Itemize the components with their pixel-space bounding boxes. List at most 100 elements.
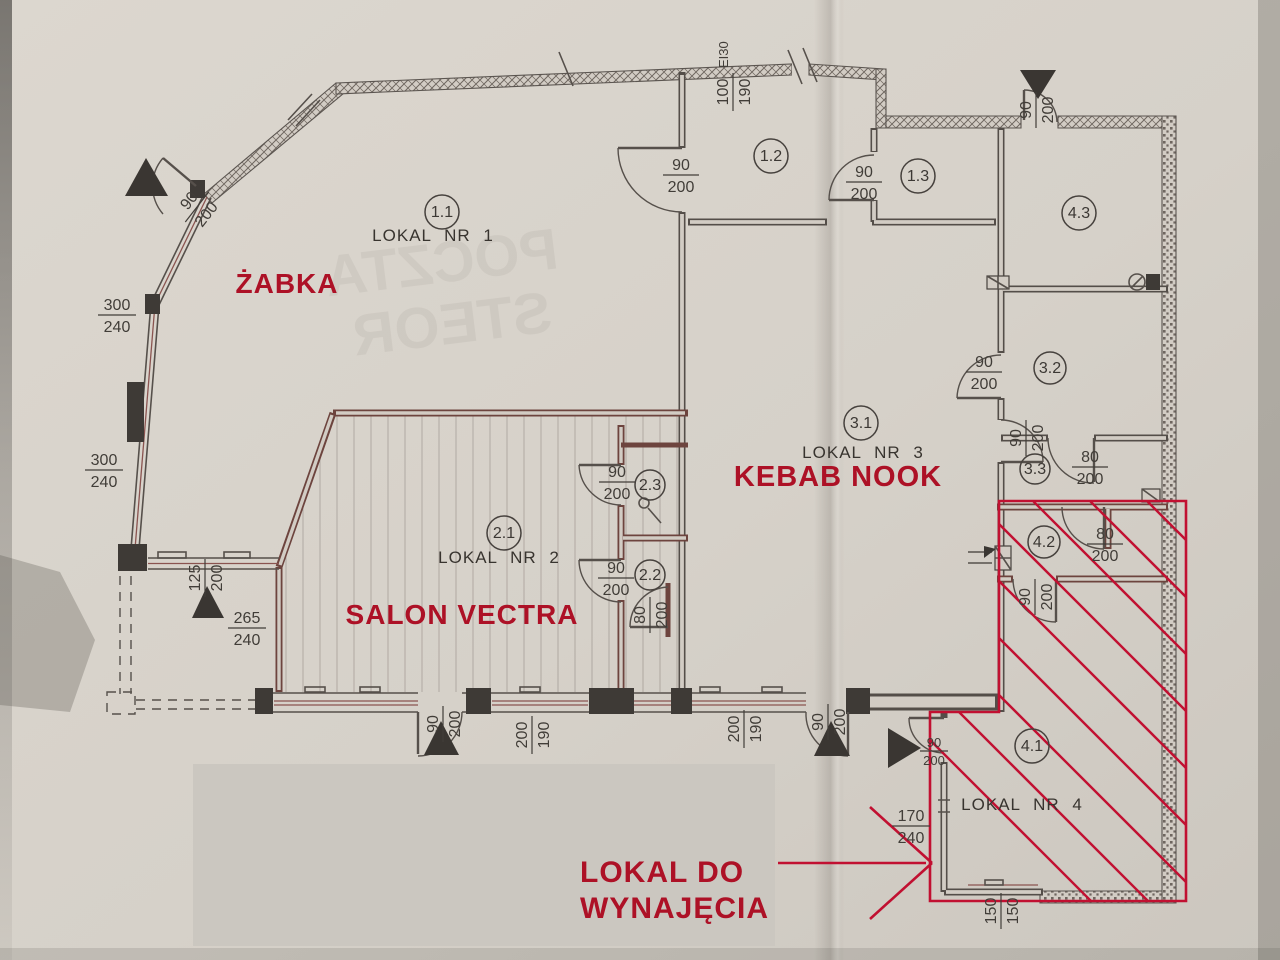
kebab-nook-label: KEBAB NOOK bbox=[734, 461, 942, 493]
svg-text:190: 190 bbox=[737, 79, 754, 106]
entrance-triangle-top-right bbox=[1020, 70, 1056, 99]
svg-text:200: 200 bbox=[514, 722, 531, 749]
svg-text:200: 200 bbox=[1030, 425, 1047, 452]
svg-text:200: 200 bbox=[1092, 548, 1119, 565]
room-4-1: 4.1 bbox=[1014, 728, 1050, 764]
svg-text:200: 200 bbox=[726, 716, 743, 743]
lokal3-label: LOKAL NR 3 bbox=[802, 443, 924, 462]
interior-walls bbox=[678, 72, 1168, 896]
svg-text:300: 300 bbox=[91, 452, 118, 469]
dim-window-left: 200 190 bbox=[514, 716, 553, 754]
right-exterior-wall bbox=[1161, 115, 1177, 904]
svg-text:EI30: EI30 bbox=[716, 41, 731, 68]
room-1-1-label: 1.1 bbox=[431, 204, 453, 221]
hatch-line bbox=[1075, 501, 1186, 901]
room-4-3-label: 4.3 bbox=[1068, 205, 1090, 222]
svg-text:90: 90 bbox=[672, 157, 690, 174]
svg-text:150: 150 bbox=[983, 898, 1000, 925]
windows bbox=[118, 180, 1038, 886]
entrance-triangle-topleft bbox=[125, 158, 168, 196]
room-3-1-label: 3.1 bbox=[850, 415, 872, 432]
room-1-2-label: 1.2 bbox=[760, 148, 782, 165]
room-3-3: 3.3 bbox=[1019, 453, 1051, 485]
dim-door-4-2-lower: 90 200 bbox=[1017, 579, 1056, 615]
for-rent-label-line2: WYNAJĘCIA bbox=[580, 892, 769, 925]
svg-text:90: 90 bbox=[927, 735, 941, 750]
room-numbers: 1.1 1.2 1.3 2.1 2.2 2.3 3.1 3.2 3.3 4.1 … bbox=[424, 138, 1097, 764]
svg-text:200: 200 bbox=[1039, 584, 1056, 611]
dim-window-right: 200 190 bbox=[726, 710, 765, 748]
red-outline-lokal4 bbox=[928, 499, 1188, 903]
lokal1-label: LOKAL NR 1 bbox=[372, 226, 494, 245]
room-1-2: 1.2 bbox=[753, 138, 789, 174]
room-4-1-label: 4.1 bbox=[1021, 738, 1043, 755]
svg-text:90: 90 bbox=[1008, 429, 1025, 447]
photo-bottom-edge bbox=[0, 948, 1280, 960]
salon-vectra-label: SALON VECTRA bbox=[346, 599, 579, 630]
svg-text:200: 200 bbox=[604, 486, 631, 503]
doors bbox=[151, 89, 1106, 757]
room-3-1: 3.1 bbox=[843, 405, 879, 441]
svg-text:200: 200 bbox=[851, 186, 878, 203]
tenant-annotations: ŻABKA SALON VECTRA KEBAB NOOK LOKAL DO W… bbox=[236, 268, 942, 925]
svg-text:90: 90 bbox=[975, 354, 993, 371]
room-3-3-label: 3.3 bbox=[1024, 461, 1046, 478]
svg-text:90: 90 bbox=[425, 715, 442, 733]
room-4-2: 4.2 bbox=[1027, 525, 1061, 559]
unit-labels: LOKAL NR 1 LOKAL NR 2 LOKAL NR 3 LOKAL N… bbox=[372, 226, 1082, 814]
svg-text:200: 200 bbox=[971, 376, 998, 393]
svg-text:90: 90 bbox=[1018, 101, 1035, 119]
svg-text:100: 100 bbox=[715, 79, 732, 106]
label-box bbox=[193, 764, 775, 946]
paper-fold-shadow bbox=[814, 0, 844, 960]
zabka-label: ŻABKA bbox=[236, 268, 339, 299]
room-2-3: 2.3 bbox=[634, 469, 666, 501]
svg-text:200: 200 bbox=[1077, 471, 1104, 488]
room-2-1-label: 2.1 bbox=[493, 525, 515, 542]
svg-text:80: 80 bbox=[1081, 449, 1099, 466]
dim-door-2-2-inner: 80 200 bbox=[632, 597, 671, 633]
photo-left-edge bbox=[0, 0, 12, 960]
room-3-2: 3.2 bbox=[1033, 351, 1067, 385]
svg-text:190: 190 bbox=[748, 716, 765, 743]
room-2-1: 2.1 bbox=[486, 515, 522, 551]
room-3-2-label: 3.2 bbox=[1039, 360, 1061, 377]
hatch-line bbox=[930, 501, 1186, 901]
room-2-2: 2.2 bbox=[634, 559, 666, 591]
photo-right-edge bbox=[1258, 0, 1280, 960]
entrance-triangle-terrace bbox=[192, 586, 224, 618]
room-2-2-label: 2.2 bbox=[639, 567, 661, 584]
svg-text:265: 265 bbox=[234, 610, 261, 627]
svg-text:240: 240 bbox=[91, 474, 118, 491]
svg-text:90: 90 bbox=[1017, 588, 1034, 606]
fraction-bar bbox=[184, 191, 210, 223]
svg-text:80: 80 bbox=[632, 606, 649, 624]
svg-text:240: 240 bbox=[234, 632, 261, 649]
dashed-boundary bbox=[106, 576, 255, 715]
svg-text:190: 190 bbox=[536, 722, 553, 749]
svg-text:240: 240 bbox=[104, 319, 131, 336]
svg-text:200: 200 bbox=[209, 565, 226, 592]
entrance-markers bbox=[125, 70, 1056, 768]
hatch-line bbox=[1018, 501, 1186, 901]
svg-text:90: 90 bbox=[810, 713, 827, 731]
svg-text:200: 200 bbox=[654, 602, 671, 629]
room-1-3-label: 1.3 bbox=[907, 168, 929, 185]
svg-text:90: 90 bbox=[855, 164, 873, 181]
for-rent-arrow bbox=[778, 806, 933, 920]
